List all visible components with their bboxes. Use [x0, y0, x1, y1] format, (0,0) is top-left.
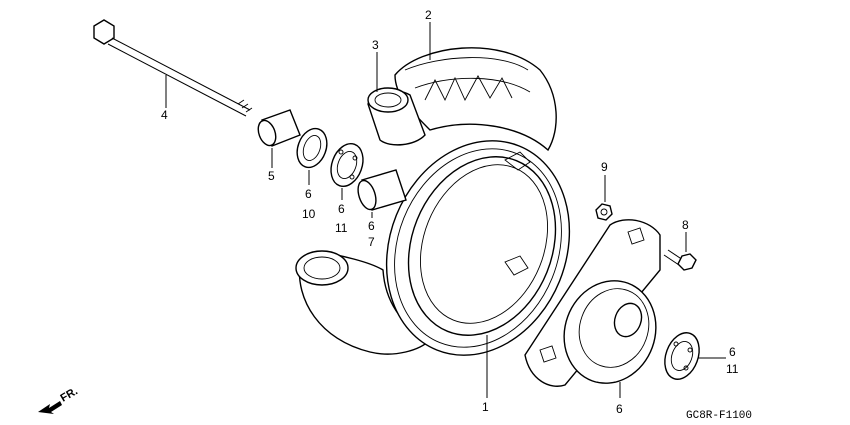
callout-7: 7: [368, 235, 375, 249]
callout-5: 5: [268, 169, 275, 183]
callout-labels: 2 3 4 5 6 10 6 11 6 7 1 9 8 6 11 6: [161, 8, 739, 416]
callout-10: 10: [302, 207, 316, 221]
callout-6-bearing: 6: [338, 202, 345, 216]
spacer-5: [257, 109, 301, 147]
tire: [295, 47, 557, 355]
arrow-icon: [38, 401, 62, 414]
bearing-left: [330, 142, 364, 188]
front-direction-indicator: FR.: [38, 385, 80, 414]
wheel-hub: [524, 219, 661, 387]
tube: [367, 87, 426, 146]
leader-lines: [165, 22, 726, 398]
callout-6-collar: 6: [368, 219, 375, 233]
direction-label: FR.: [59, 385, 80, 404]
rim: [385, 140, 571, 356]
dust-seal: [296, 127, 328, 169]
bearing-right: [664, 332, 700, 380]
callout-4: 4: [161, 108, 168, 122]
callout-1: 1: [482, 400, 489, 414]
callout-2: 2: [425, 8, 432, 22]
callout-11-right: 11: [726, 362, 739, 376]
distance-collar: [357, 169, 407, 211]
bolt-8: [663, 249, 697, 271]
callout-6-hub: 6: [616, 402, 623, 416]
callout-8: 8: [682, 218, 689, 232]
callout-11-left: 11: [335, 221, 348, 235]
callout-6-seal: 6: [305, 187, 312, 201]
axle-bolt: [93, 19, 253, 117]
callout-9: 9: [601, 160, 608, 174]
callout-6-right: 6: [729, 345, 736, 359]
callout-3: 3: [372, 38, 379, 52]
figure-code: GC8R-F1100: [686, 410, 752, 422]
nut: [595, 203, 613, 221]
